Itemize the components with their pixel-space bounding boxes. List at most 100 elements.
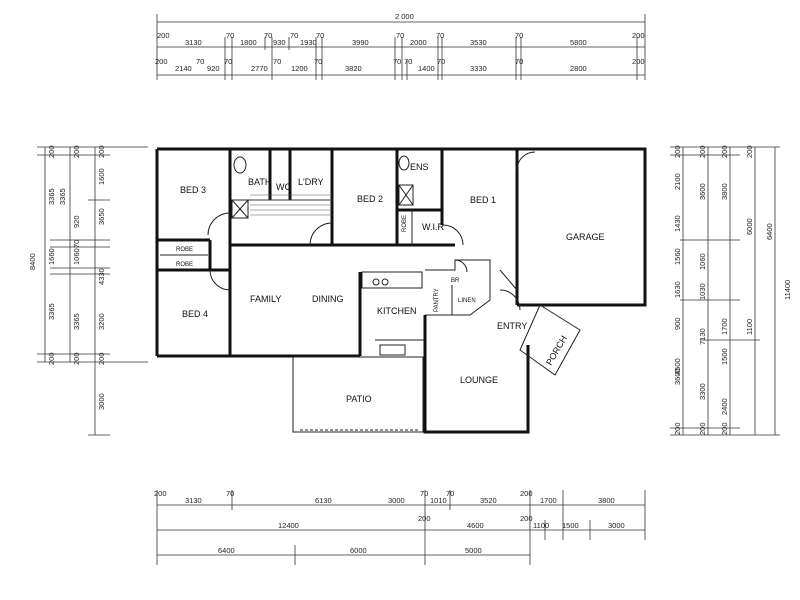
label-kitchen: KITCHEN <box>377 306 417 316</box>
walls <box>155 147 647 434</box>
svg-text:3365: 3365 <box>47 303 56 320</box>
svg-text:70: 70 <box>436 31 444 40</box>
svg-text:200: 200 <box>698 145 707 158</box>
svg-text:1100: 1100 <box>533 521 549 530</box>
svg-text:200: 200 <box>720 422 729 435</box>
svg-text:70: 70 <box>196 57 204 66</box>
svg-text:70: 70 <box>72 240 81 248</box>
svg-text:920: 920 <box>207 64 220 73</box>
svg-text:2800: 2800 <box>570 64 587 73</box>
svg-text:70: 70 <box>515 57 523 66</box>
svg-text:1560: 1560 <box>673 248 682 265</box>
svg-text:1800: 1800 <box>240 38 257 47</box>
svg-text:200: 200 <box>47 352 56 365</box>
svg-text:3365: 3365 <box>47 188 56 205</box>
svg-text:1100: 1100 <box>745 319 754 335</box>
label-robe-3: ROBE <box>402 215 408 232</box>
svg-text:1030: 1030 <box>698 283 707 300</box>
svg-text:3330: 3330 <box>470 64 487 73</box>
label-br: BR <box>451 278 460 284</box>
svg-text:1060: 1060 <box>698 253 707 270</box>
svg-text:1500: 1500 <box>562 521 579 530</box>
svg-text:1060: 1060 <box>72 248 81 265</box>
svg-text:3520: 3520 <box>480 496 497 505</box>
svg-text:1430: 1430 <box>673 215 682 232</box>
svg-text:1660: 1660 <box>47 248 56 265</box>
svg-text:200: 200 <box>72 145 81 158</box>
svg-text:6000: 6000 <box>745 218 754 235</box>
svg-text:3000: 3000 <box>608 521 625 530</box>
room-labels: BED 3 BATH WC L'DRY BED 2 ENS BED 1 W.I.… <box>176 162 605 404</box>
label-bed3: BED 3 <box>180 185 206 195</box>
label-bed1: BED 1 <box>470 195 496 205</box>
svg-text:200: 200 <box>154 489 167 498</box>
svg-text:200: 200 <box>97 352 106 365</box>
label-linen: LINEN <box>458 298 476 304</box>
label-porch: PORCH <box>544 334 569 367</box>
svg-text:1200: 1200 <box>291 64 308 73</box>
svg-text:11400: 11400 <box>783 280 792 300</box>
svg-text:200: 200 <box>47 145 56 158</box>
svg-text:3990: 3990 <box>352 38 369 47</box>
svg-text:200: 200 <box>72 352 81 365</box>
svg-text:70: 70 <box>290 31 298 40</box>
svg-text:70: 70 <box>393 57 401 66</box>
svg-text:200: 200 <box>632 57 645 66</box>
svg-text:200: 200 <box>97 145 106 158</box>
svg-text:200: 200 <box>520 514 533 523</box>
label-garage: GARAGE <box>566 232 605 242</box>
label-lounge: LOUNGE <box>460 375 498 385</box>
svg-text:1700: 1700 <box>540 496 557 505</box>
svg-text:4600: 4600 <box>467 521 484 530</box>
bottom-dimensions: 200 3130 70 6130 3000 70 1010 70 3520 20… <box>154 489 646 565</box>
svg-text:200: 200 <box>157 31 170 40</box>
label-robe-2: ROBE <box>176 262 193 268</box>
svg-text:70: 70 <box>264 31 272 40</box>
svg-text:1930: 1930 <box>300 38 317 47</box>
svg-text:6000: 6000 <box>350 546 367 555</box>
svg-text:3650: 3650 <box>97 208 106 225</box>
label-ldry: L'DRY <box>298 177 324 187</box>
label-wir: W.I.R <box>422 222 444 232</box>
svg-text:3200: 3200 <box>97 313 106 330</box>
svg-text:70: 70 <box>437 57 445 66</box>
svg-text:200: 200 <box>745 145 754 158</box>
laundry-hatch <box>231 155 414 286</box>
svg-text:70: 70 <box>420 489 428 498</box>
svg-text:2400: 2400 <box>720 398 729 415</box>
svg-text:70: 70 <box>515 31 523 40</box>
svg-text:70: 70 <box>314 57 322 66</box>
door-swings <box>207 151 536 311</box>
svg-text:6400: 6400 <box>218 546 235 555</box>
left-outer-dim: 8400 <box>28 253 37 270</box>
svg-text:1600: 1600 <box>97 168 106 185</box>
svg-text:900: 900 <box>673 317 682 330</box>
label-family: FAMILY <box>250 294 281 304</box>
svg-text:3130: 3130 <box>185 38 202 47</box>
svg-text:200: 200 <box>632 31 645 40</box>
svg-text:70: 70 <box>446 489 454 498</box>
svg-text:5000: 5000 <box>465 546 482 555</box>
label-bed2: BED 2 <box>357 194 383 204</box>
svg-text:3600: 3600 <box>698 183 707 200</box>
label-entry: ENTRY <box>497 321 527 331</box>
label-pantry: PANTRY <box>434 288 440 312</box>
svg-text:3365: 3365 <box>58 188 67 205</box>
svg-text:3365: 3365 <box>72 313 81 330</box>
svg-text:3800: 3800 <box>598 496 615 505</box>
svg-text:12400: 12400 <box>278 521 299 530</box>
top-row1-labels: 200 3130 70 1800 70 930 70 1930 70 3990 … <box>157 31 645 47</box>
svg-text:3800: 3800 <box>720 183 729 200</box>
svg-text:200: 200 <box>720 145 729 158</box>
svg-text:200: 200 <box>673 145 682 158</box>
top-row2-labels: 200 2140 70 920 70 2770 70 1200 70 3820 … <box>155 57 645 73</box>
svg-text:3600: 3600 <box>673 368 682 385</box>
svg-text:930: 930 <box>273 38 286 47</box>
svg-text:70: 70 <box>226 31 234 40</box>
svg-text:200: 200 <box>418 514 431 523</box>
svg-text:200: 200 <box>155 57 168 66</box>
svg-text:2770: 2770 <box>251 64 268 73</box>
label-robe-1: ROBE <box>176 247 193 253</box>
label-dining: DINING <box>312 294 344 304</box>
svg-text:3000: 3000 <box>388 496 405 505</box>
